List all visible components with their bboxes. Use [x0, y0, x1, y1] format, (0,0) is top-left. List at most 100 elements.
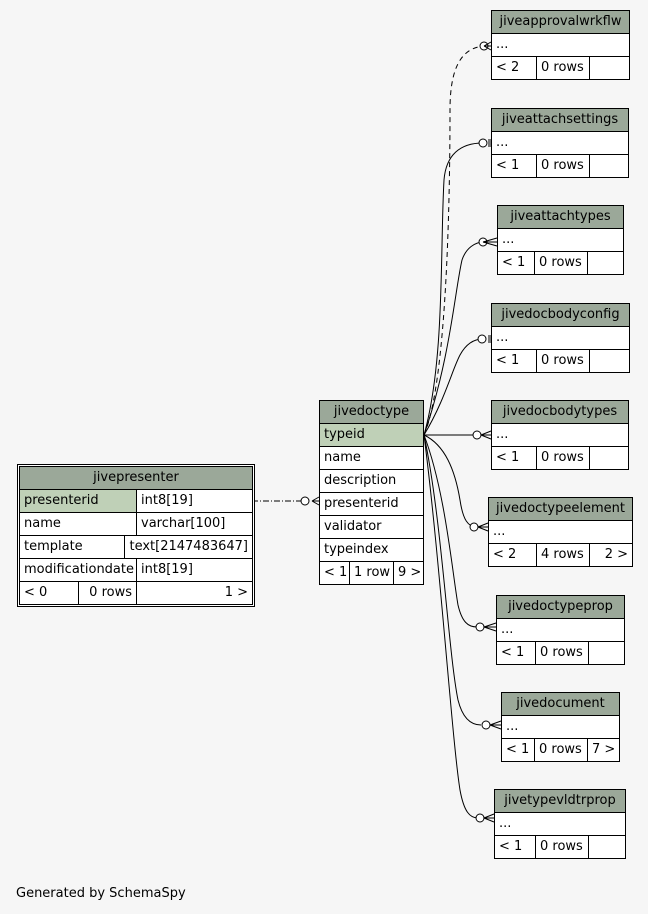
parent-count: < 1	[499, 839, 523, 854]
table-footer: < 2 4 rows 2 >	[489, 544, 632, 566]
row-count: 0 rows	[535, 642, 588, 664]
column-type: varchar[100]	[136, 513, 252, 535]
edge-doctype-doctypeprop	[423, 434, 478, 628]
table-jiveapprovalwrkflw[interactable]: jiveapprovalwrkflw ... < 2 0 rows	[491, 10, 630, 80]
edge-doctype-docbodyconfig	[423, 338, 484, 436]
row-count: 0 rows	[536, 57, 589, 79]
table-jivepresenter[interactable]: jivepresenter presenterid int8[19] name …	[17, 464, 255, 607]
table-row: ...	[497, 619, 624, 642]
table-row: name varchar[100]	[20, 513, 252, 536]
table-row: ...	[495, 813, 625, 836]
collapsed-columns: ...	[502, 232, 515, 247]
row-count: 0 rows	[536, 447, 589, 469]
table-row: ...	[492, 132, 628, 155]
table-footer: < 1 0 rows	[492, 155, 628, 177]
table-jivedoctypeprop[interactable]: jivedoctypeprop ... < 1 0 rows	[496, 595, 625, 665]
child-count	[589, 155, 628, 177]
column-name: typeid	[320, 424, 423, 446]
table-row: typeindex	[320, 539, 423, 562]
edge-crowfoot	[483, 41, 492, 51]
collapsed-columns: ...	[501, 622, 514, 637]
parent-count: < 2	[496, 60, 520, 75]
table-title: jivepresenter	[20, 467, 252, 490]
parent-count: < 2	[493, 547, 517, 562]
edge-circle	[472, 430, 482, 440]
child-count	[589, 350, 629, 372]
table-row: name	[320, 447, 423, 470]
parent-count: < 1	[496, 158, 520, 173]
column-type: text[2147483647]	[124, 536, 252, 558]
column-name: name	[324, 450, 361, 465]
edge-circle	[469, 522, 479, 532]
table-footer: < 1 0 rows	[497, 642, 624, 664]
column-name: description	[324, 473, 397, 488]
table-jivedocbodyconfig[interactable]: jivedocbodyconfig ... < 1 0 rows	[491, 303, 630, 373]
edge-circle	[481, 720, 491, 730]
row-count: 0 rows	[534, 739, 587, 761]
child-count	[588, 836, 625, 858]
table-row: presenterid int8[19]	[20, 490, 252, 513]
generated-by-label: Generated by SchemaSpy	[16, 886, 186, 901]
edge-doctype-attachsettings	[423, 142, 484, 436]
row-count: 0 rows	[536, 155, 589, 177]
row-count: 0 rows	[78, 582, 136, 604]
table-row: ...	[492, 327, 629, 350]
table-title: jivedocbodyconfig	[492, 304, 629, 327]
table-footer: < 1 0 rows	[495, 836, 625, 858]
collapsed-columns: ...	[496, 37, 509, 52]
edge-crowfoot	[483, 622, 497, 632]
edge-crowfoot	[483, 813, 495, 823]
table-row: ...	[498, 229, 623, 252]
table-title: jiveattachsettings	[492, 109, 628, 132]
parent-count: < 0	[24, 585, 48, 600]
collapsed-columns: ...	[496, 330, 509, 345]
column-name: template	[24, 539, 83, 554]
table-row: typeid	[320, 424, 423, 447]
child-count	[589, 447, 628, 469]
child-count: 9 >	[393, 562, 425, 584]
column-name: typeindex	[324, 542, 389, 557]
edge-doctype-typevldtrprop	[423, 434, 479, 819]
table-title: jivedoctype	[320, 401, 423, 424]
table-title: jivetypevldtrprop	[495, 790, 625, 813]
parent-count: < 1	[496, 353, 520, 368]
edge-doctype-document	[423, 434, 482, 726]
row-count: 4 rows	[536, 544, 589, 566]
table-title: jivedoctypeelement	[489, 498, 632, 521]
parent-count: < 1	[501, 645, 525, 660]
parent-count: < 1	[506, 742, 530, 757]
collapsed-columns: ...	[493, 524, 506, 539]
table-jivedoctypeelement[interactable]: jivedoctypeelement ... < 2 4 rows 2 >	[488, 497, 633, 567]
parent-count: < 1	[324, 565, 348, 580]
table-footer: < 0 0 rows 1 >	[20, 582, 252, 604]
child-count: 1 >	[136, 582, 252, 604]
row-count: 1 row	[349, 562, 393, 584]
table-title: jivedocbodytypes	[492, 401, 628, 424]
table-jivedocbodytypes[interactable]: jivedocbodytypes ... < 1 0 rows	[491, 400, 629, 470]
table-jiveattachtypes[interactable]: jiveattachtypes ... < 1 0 rows	[497, 205, 624, 275]
edge-crowfoot	[482, 237, 498, 247]
edge-doctype-attachtypes	[423, 241, 485, 436]
collapsed-columns: ...	[496, 427, 509, 442]
child-count	[587, 252, 623, 274]
column-name: validator	[324, 519, 382, 534]
collapsed-columns: ...	[496, 135, 509, 150]
table-row: presenterid	[320, 493, 423, 516]
collapsed-columns: ...	[499, 816, 512, 831]
table-footer: < 1 0 rows	[492, 447, 628, 469]
table-jivedocument[interactable]: jivedocument ... < 1 0 rows 7 >	[501, 692, 620, 762]
table-jivetypevldtrprop[interactable]: jivetypevldtrprop ... < 1 0 rows	[494, 789, 626, 859]
edge-circle	[478, 138, 488, 148]
column-name: presenterid	[324, 496, 399, 511]
table-jivedoctype[interactable]: jivedoctype typeid name description pres…	[319, 400, 424, 585]
edge-circle	[475, 622, 485, 632]
table-title: jivedoctypeprop	[497, 596, 624, 619]
column-name: name	[24, 516, 61, 531]
child-count	[589, 57, 629, 79]
table-row: template text[2147483647]	[20, 536, 252, 559]
table-jiveattachsettings[interactable]: jiveattachsettings ... < 1 0 rows	[491, 108, 629, 178]
table-row: modificationdate int8[19]	[20, 559, 252, 582]
edge-doctype-approvalwrkflw	[423, 45, 485, 436]
edge-crowfoot	[477, 522, 489, 532]
